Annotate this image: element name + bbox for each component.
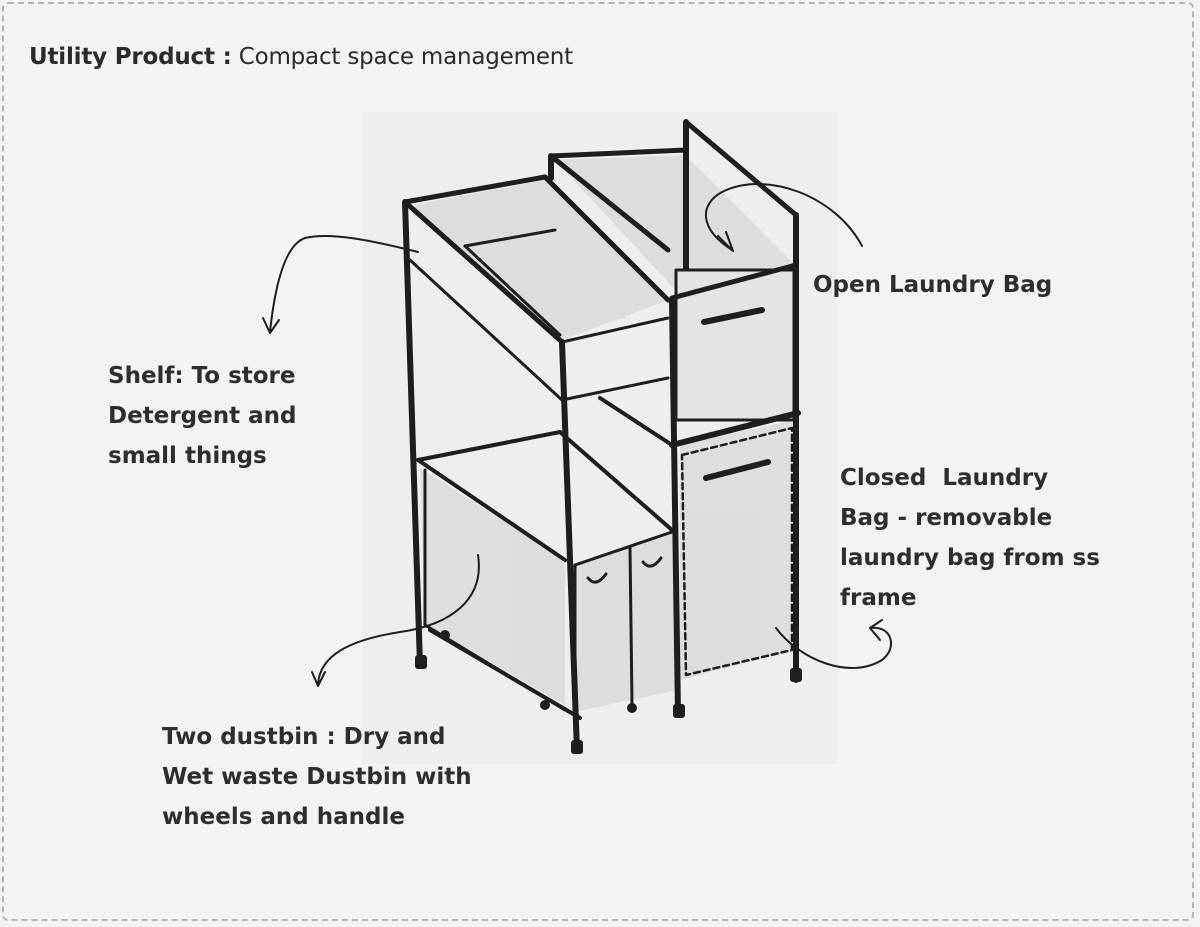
wheels: [415, 630, 802, 754]
label-closed-bag-line-2: Bag - removable: [840, 505, 1053, 531]
closed-bag: [680, 426, 794, 677]
title-bold: Utility Product :: [29, 44, 232, 70]
page-title: Utility Product : Compact space manageme…: [29, 44, 573, 70]
label-open-bag-line-1: Open Laundry Bag: [813, 272, 1053, 298]
shelf-board: [408, 228, 670, 402]
arrow-open-bag: [705, 183, 863, 251]
arrow-closed-bag: [775, 626, 892, 669]
label-shelf-line-1: Shelf: To store: [108, 363, 296, 389]
arrow-shelf: [269, 235, 419, 333]
label-open-bag: Open Laundry Bag: [813, 265, 1052, 305]
label-dustbin-line-2: Wet waste Dustbin with: [162, 764, 472, 790]
title-rest: Compact space management: [238, 44, 573, 70]
label-closed-bag-line-3: laundry bag from ss: [840, 545, 1100, 571]
dustbins: [423, 468, 674, 720]
open-bag-box: [669, 262, 799, 422]
arrow-dustbin: [317, 554, 480, 685]
callout-arrows: [262, 183, 892, 687]
shading: [412, 155, 795, 712]
label-dustbin: Two dustbin : Dry and Wet waste Dustbin …: [162, 717, 472, 837]
label-shelf: Shelf: To store Detergent and small thin…: [108, 356, 296, 476]
label-shelf-line-3: small things: [108, 443, 267, 469]
label-closed-bag-line-4: frame: [840, 585, 917, 611]
label-dustbin-line-3: wheels and handle: [162, 804, 405, 830]
label-shelf-line-2: Detergent and: [108, 403, 297, 429]
label-closed-bag: Closed Laundry Bag - removable laundry b…: [840, 458, 1100, 618]
middle-frame: [416, 396, 801, 562]
top-shelf-frame: [402, 119, 799, 345]
label-dustbin-line-1: Two dustbin : Dry and: [162, 724, 446, 750]
label-closed-bag-line-1: Closed Laundry: [840, 465, 1049, 491]
